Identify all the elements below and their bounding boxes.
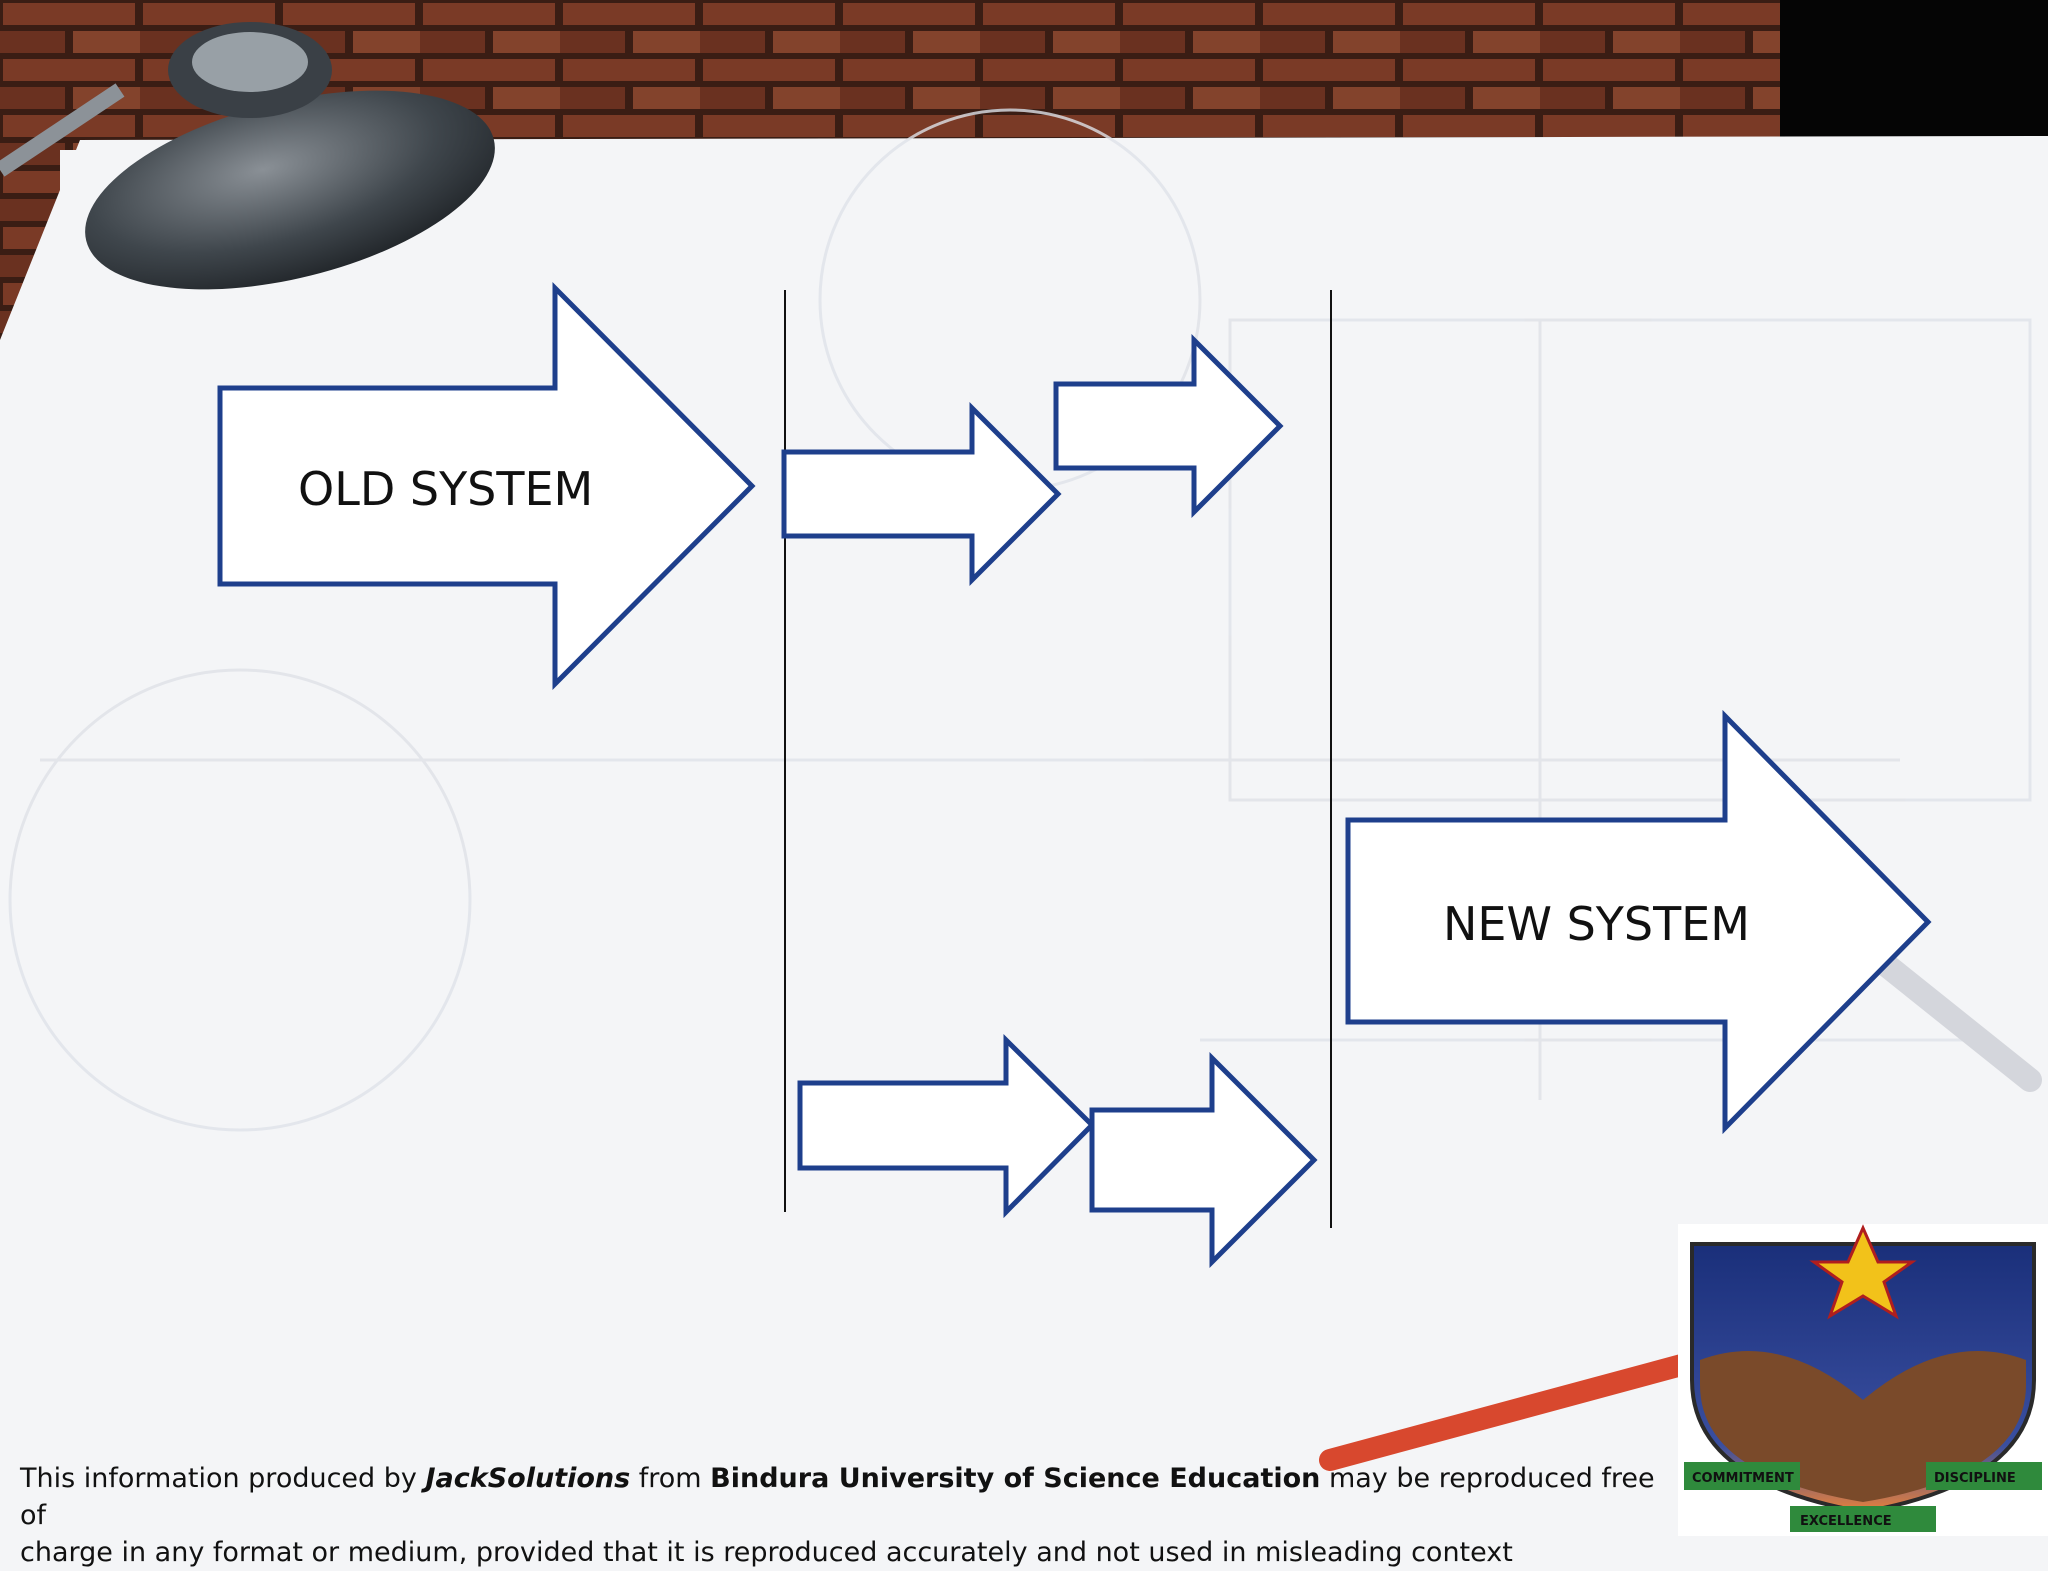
small-arrow-upper-2	[1053, 333, 1284, 519]
small-arrow-upper-1	[781, 401, 1062, 587]
slide-canvas: OLD SYSTEM NEW SYSTEM COMMITMENT DISCIPL…	[0, 0, 2048, 1536]
crest-motto-commitment: COMMITMENT	[1692, 1471, 1794, 1486]
footer-text-2: from	[630, 1463, 711, 1494]
small-arrow-lower-1	[797, 1034, 1096, 1219]
footer-author: JackSolutions	[425, 1463, 631, 1494]
footer-text-1: This information produced by	[20, 1463, 426, 1494]
old-system-label: OLD SYSTEM	[298, 462, 593, 516]
crest-motto-excellence: EXCELLENCE	[1800, 1514, 1892, 1529]
pen-decoration	[1319, 948, 2042, 1471]
footer-line-1: This information produced by JackSolutio…	[20, 1460, 1660, 1534]
new-system-arrow	[1345, 709, 1932, 1135]
small-arrow-lower-2	[1089, 1051, 1318, 1269]
footer-text-3: may be reproduced free of	[20, 1463, 1655, 1531]
footer-copyright-notice: This information produced by JackSolutio…	[20, 1460, 1660, 1571]
crest-motto-discipline: DISCIPLINE	[1934, 1471, 2016, 1486]
footer-line-2: charge in any format or medium, provided…	[20, 1537, 1513, 1568]
footer-institution: Bindura University of Science Education	[710, 1463, 1321, 1494]
new-system-label: NEW SYSTEM	[1443, 897, 1750, 951]
old-system-arrow	[217, 281, 756, 691]
university-crest-logo: COMMITMENT DISCIPLINE EXCELLENCE	[1678, 1224, 2048, 1536]
desk-lamp-decoration	[0, 22, 495, 290]
